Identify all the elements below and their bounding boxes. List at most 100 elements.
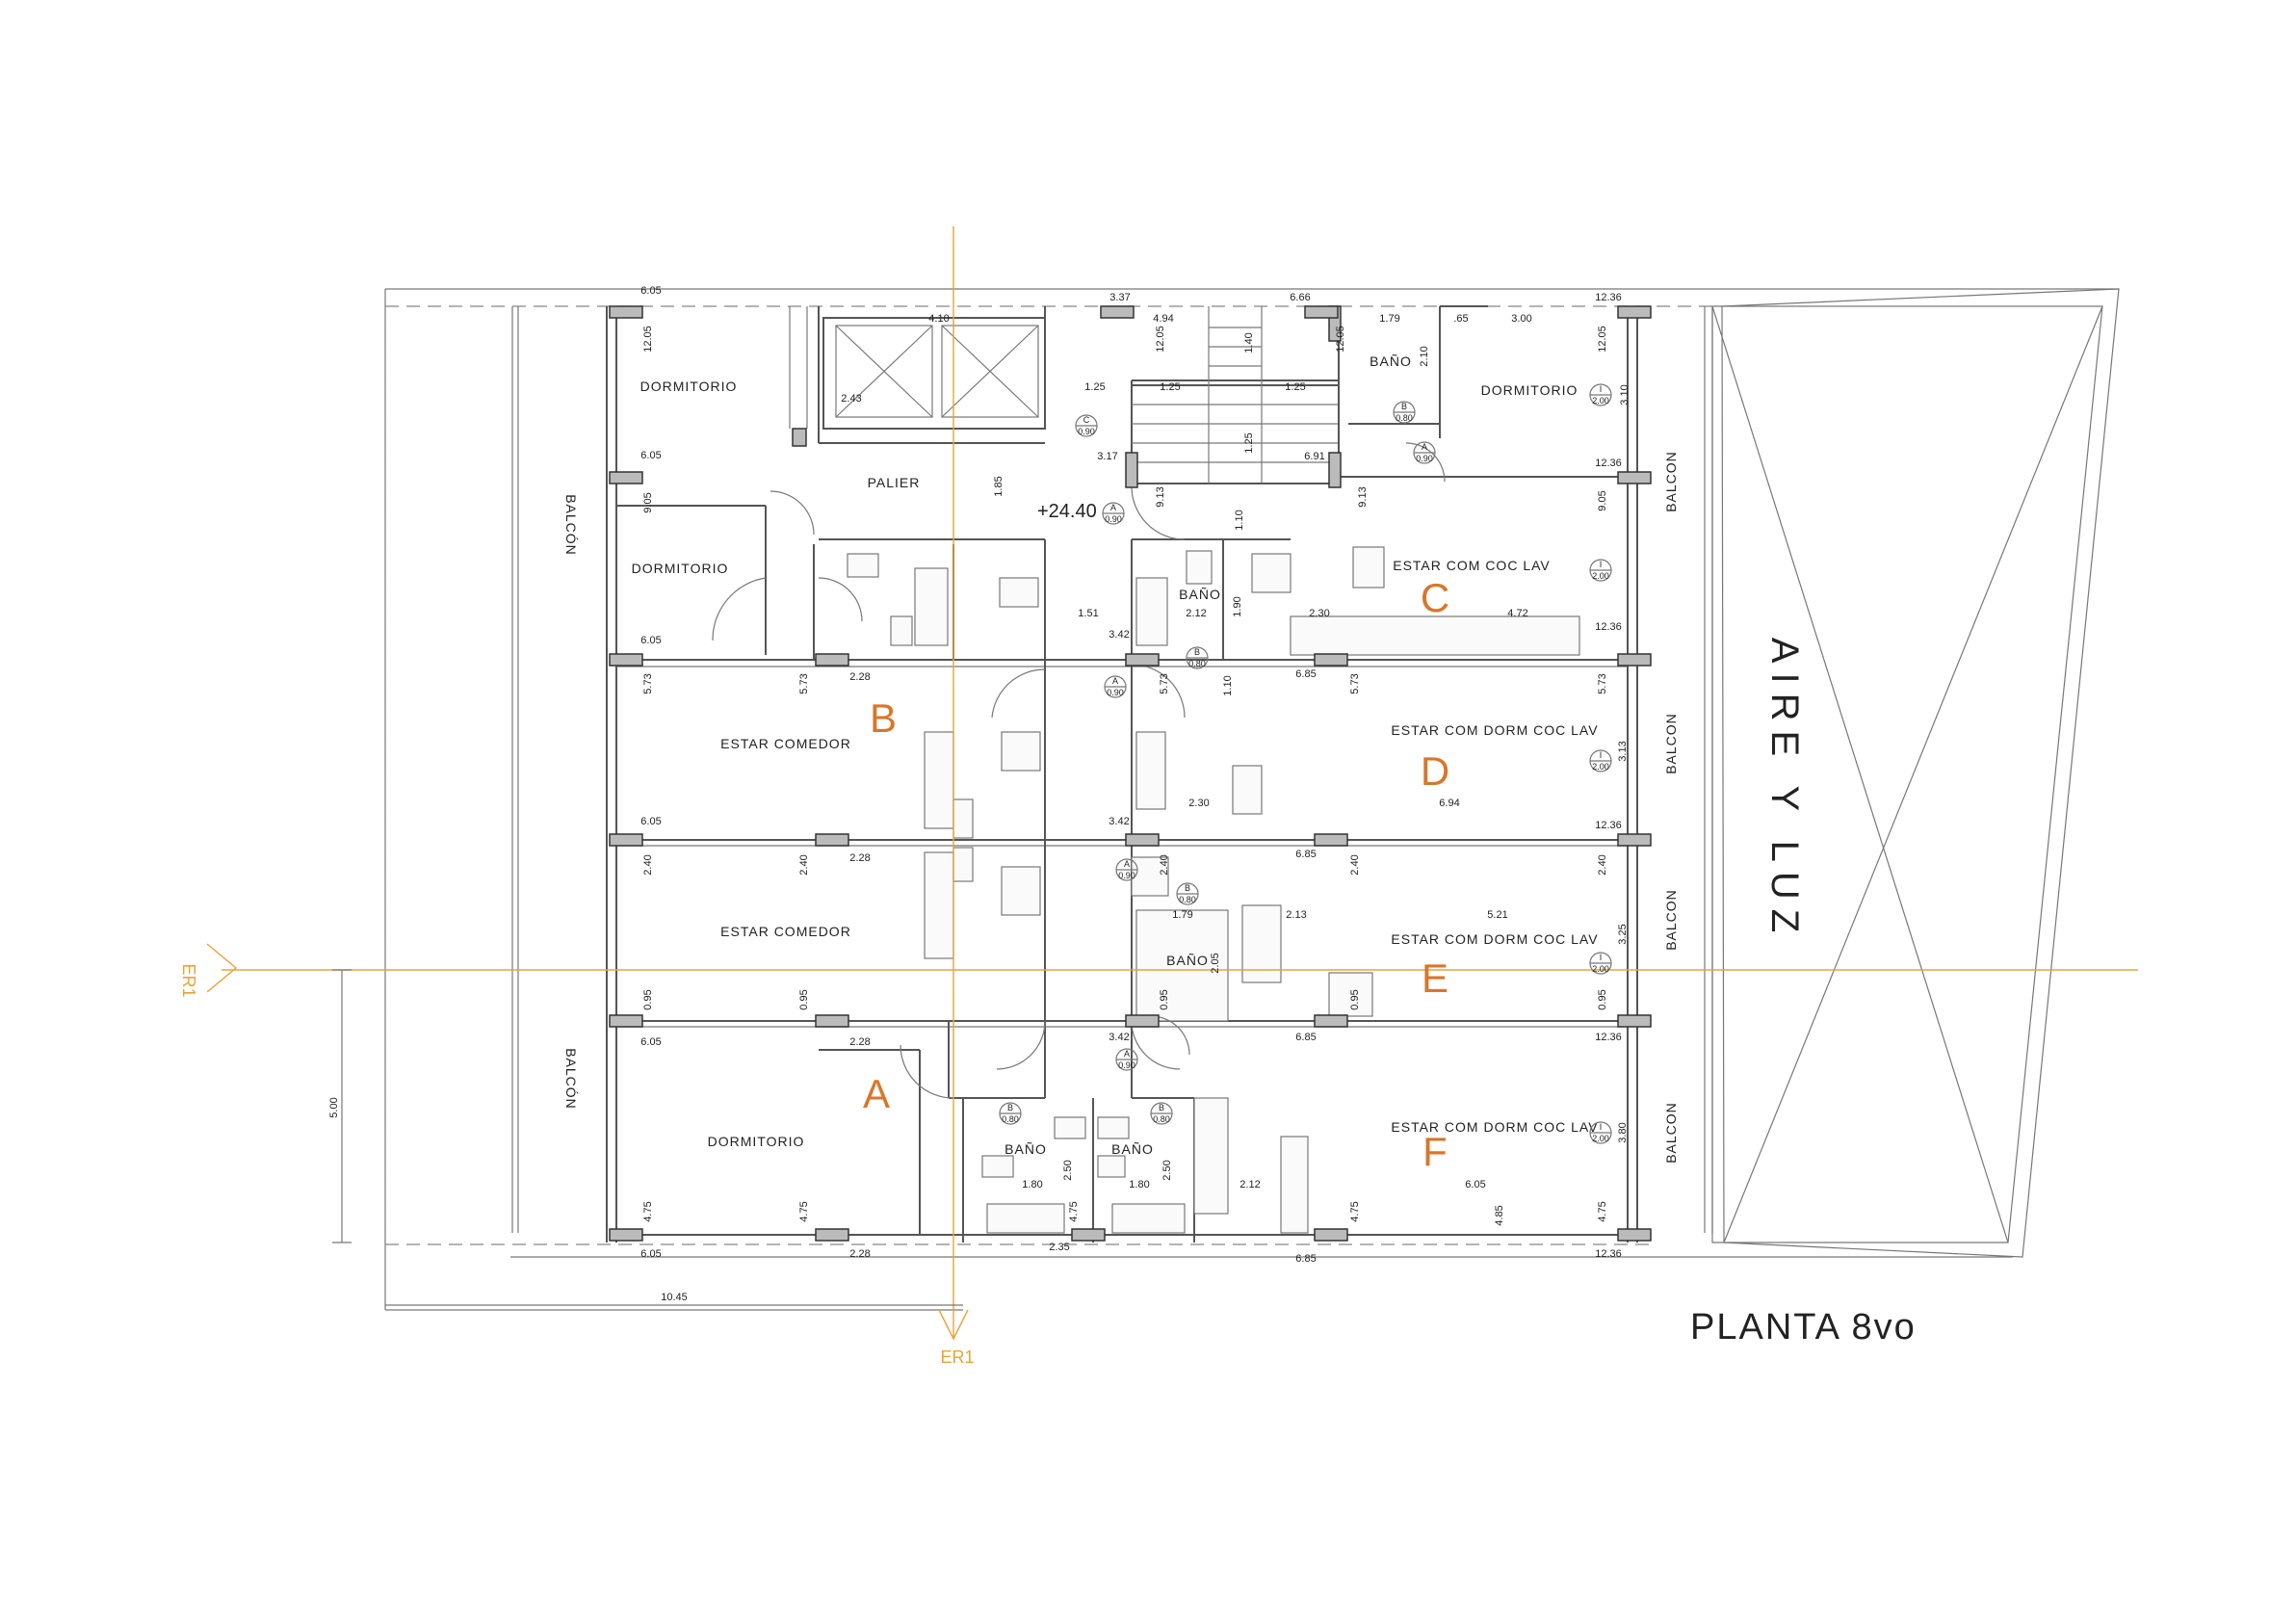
svg-text:6.85: 6.85 xyxy=(1295,849,1316,860)
svg-text:4.75: 4.75 xyxy=(642,1201,654,1221)
svg-text:1.10: 1.10 xyxy=(1222,675,1234,695)
room-dormitorio-3: DORMITORIO xyxy=(708,1134,805,1149)
svg-text:6.05: 6.05 xyxy=(640,1036,661,1048)
svg-text:6.05: 6.05 xyxy=(640,450,661,461)
svg-text:0.90: 0.90 xyxy=(1107,688,1124,697)
svg-text:12.36: 12.36 xyxy=(1595,458,1622,469)
unit-label-c: C xyxy=(1421,575,1449,620)
svg-text:6.85: 6.85 xyxy=(1295,1032,1316,1043)
room-bano-c2: BAÑO xyxy=(1179,587,1221,602)
svg-text:3.80: 3.80 xyxy=(1617,1122,1629,1142)
svg-text:0.90: 0.90 xyxy=(1105,514,1122,524)
svg-text:1.85: 1.85 xyxy=(993,476,1004,496)
svg-text:2.28: 2.28 xyxy=(849,1036,870,1048)
svg-text:2.00: 2.00 xyxy=(1592,571,1609,581)
svg-text:12.05: 12.05 xyxy=(642,326,654,353)
svg-text:2.40: 2.40 xyxy=(1159,854,1170,875)
svg-text:4.75: 4.75 xyxy=(1349,1201,1361,1221)
svg-text:I: I xyxy=(1600,953,1603,962)
svg-text:5.73: 5.73 xyxy=(642,673,654,693)
unit-dividers xyxy=(616,659,1628,1236)
svg-text:6.94: 6.94 xyxy=(1439,798,1459,809)
section-mark-bottom: ER1 xyxy=(940,1347,974,1367)
left-balcony xyxy=(511,306,617,1243)
svg-text:3.42: 3.42 xyxy=(1109,816,1129,827)
svg-text:2.00: 2.00 xyxy=(1592,762,1609,772)
svg-text:2.00: 2.00 xyxy=(1592,396,1609,406)
svg-text:1.40: 1.40 xyxy=(1243,332,1255,353)
svg-text:0.90: 0.90 xyxy=(1118,1060,1135,1070)
unit-label-a: A xyxy=(863,1071,890,1116)
room-bano-c1: BAÑO xyxy=(1370,353,1412,369)
svg-text:12.36: 12.36 xyxy=(1595,820,1622,831)
svg-text:2.40: 2.40 xyxy=(1349,854,1361,875)
svg-text:3.42: 3.42 xyxy=(1109,629,1129,641)
svg-text:9.13: 9.13 xyxy=(1155,486,1166,507)
svg-text:2.30: 2.30 xyxy=(1309,608,1329,619)
svg-text:2.10: 2.10 xyxy=(1419,346,1430,366)
svg-text:2.12: 2.12 xyxy=(1239,1179,1260,1190)
svg-text:5.73: 5.73 xyxy=(1159,673,1170,693)
room-palier: PALIER xyxy=(868,475,921,490)
svg-text:5.73: 5.73 xyxy=(1597,673,1608,693)
svg-text:3.10: 3.10 xyxy=(1619,384,1631,405)
svg-text:4.75: 4.75 xyxy=(1597,1201,1608,1221)
svg-text:2.43: 2.43 xyxy=(841,393,861,405)
svg-text:2.35: 2.35 xyxy=(1049,1242,1069,1253)
room-estar-comedor-b: ESTAR COMEDOR xyxy=(720,736,851,751)
unit-label-b: B xyxy=(870,695,897,741)
overall-dimension-lines xyxy=(332,969,963,1306)
svg-text:1.79: 1.79 xyxy=(1172,909,1192,921)
svg-text:2.50: 2.50 xyxy=(1161,1160,1173,1180)
svg-text:4.75: 4.75 xyxy=(798,1201,810,1221)
svg-text:0.95: 0.95 xyxy=(1349,989,1361,1009)
svg-text:0.80: 0.80 xyxy=(1179,895,1196,904)
svg-text:5.21: 5.21 xyxy=(1487,909,1507,921)
room-balcon-left-2: BALCÓN xyxy=(563,1048,579,1110)
svg-text:A: A xyxy=(1110,503,1116,512)
section-mark-left: ER1 xyxy=(179,963,198,997)
svg-text:B: B xyxy=(1185,883,1190,893)
svg-text:6.85: 6.85 xyxy=(1295,668,1316,680)
svg-text:2.28: 2.28 xyxy=(849,852,870,864)
svg-text:3.17: 3.17 xyxy=(1097,451,1117,462)
svg-text:I: I xyxy=(1600,1122,1603,1132)
svg-text:2.05: 2.05 xyxy=(1210,953,1221,973)
room-dormitorio-2: DORMITORIO xyxy=(632,561,729,576)
svg-text:C: C xyxy=(1083,415,1090,425)
unit-b-bath xyxy=(813,544,1039,660)
svg-text:12.36: 12.36 xyxy=(1595,1248,1622,1260)
svg-text:4.75: 4.75 xyxy=(1068,1201,1080,1221)
level-marker: +24.40 xyxy=(1037,501,1097,522)
svg-text:2.30: 2.30 xyxy=(1188,798,1209,809)
svg-text:0.80: 0.80 xyxy=(1188,659,1206,668)
svg-text:6.05: 6.05 xyxy=(1465,1179,1485,1190)
svg-text:10.45: 10.45 xyxy=(661,1292,688,1303)
svg-text:12.05: 12.05 xyxy=(1597,326,1608,353)
svg-text:1.25: 1.25 xyxy=(1243,432,1255,453)
svg-text:6.05: 6.05 xyxy=(640,1248,661,1260)
svg-text:2.28: 2.28 xyxy=(849,1248,870,1260)
room-estar-d: ESTAR COM DORM COC LAV xyxy=(1391,722,1598,738)
patio-label: AIRE Y LUZ xyxy=(1763,638,1806,942)
svg-text:1.25: 1.25 xyxy=(1084,381,1105,393)
svg-text:6.85: 6.85 xyxy=(1295,1253,1316,1265)
svg-text:3.42: 3.42 xyxy=(1109,1032,1129,1043)
room-balcon-right-4: BALCON xyxy=(1663,1102,1679,1164)
unit-c-walls xyxy=(1132,306,1628,660)
svg-text:0.90: 0.90 xyxy=(1416,454,1433,463)
elevator-shafts xyxy=(789,306,1046,430)
svg-text:12.36: 12.36 xyxy=(1595,292,1622,303)
svg-text:6.05: 6.05 xyxy=(640,816,661,827)
svg-text:4.94: 4.94 xyxy=(1153,313,1173,325)
svg-text:0.95: 0.95 xyxy=(642,989,654,1009)
svg-text:0.90: 0.90 xyxy=(1078,427,1095,436)
svg-text:5.73: 5.73 xyxy=(1349,673,1361,693)
svg-text:3.37: 3.37 xyxy=(1109,292,1130,303)
svg-text:2.40: 2.40 xyxy=(798,854,810,875)
svg-text:0.95: 0.95 xyxy=(1597,989,1608,1009)
svg-text:0.95: 0.95 xyxy=(798,989,810,1009)
unit-label-f: F xyxy=(1422,1129,1448,1174)
svg-text:12.05: 12.05 xyxy=(1155,326,1166,353)
svg-text:0.80: 0.80 xyxy=(1396,413,1413,423)
